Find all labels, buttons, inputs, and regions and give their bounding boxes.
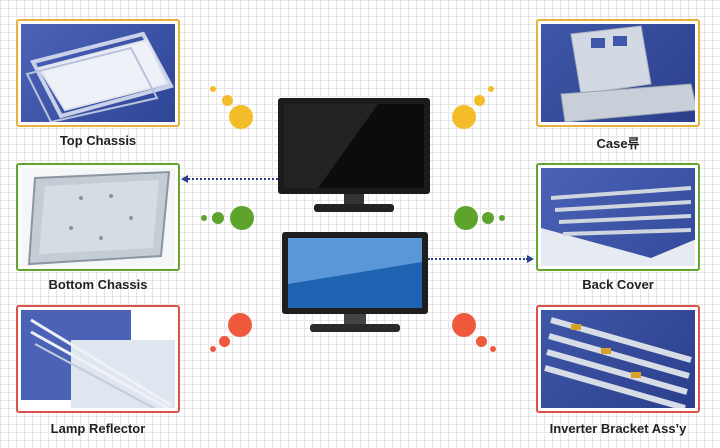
dot-decoration bbox=[222, 95, 233, 106]
dot-decoration bbox=[452, 105, 476, 129]
dot-decoration bbox=[201, 215, 207, 221]
dot-decoration bbox=[474, 95, 485, 106]
monitor-black bbox=[278, 98, 430, 216]
top-chassis-image bbox=[16, 19, 180, 127]
dot-decoration bbox=[228, 313, 252, 337]
lamp-reflector-label: Lamp Reflector bbox=[50, 421, 146, 436]
back-cover-label: Back Cover bbox=[582, 277, 654, 292]
arrow-to-back-cover bbox=[428, 258, 528, 260]
inverter-bracket-image bbox=[536, 305, 700, 413]
dot-decoration bbox=[454, 206, 478, 230]
back-cover-image bbox=[536, 163, 700, 271]
bottom-chassis-label: Bottom Chassis bbox=[48, 277, 148, 292]
inverter-bracket-label: Inverter Bracket Ass’y bbox=[549, 421, 687, 436]
dot-decoration bbox=[452, 313, 476, 337]
arrowhead-right bbox=[527, 255, 534, 263]
lamp-reflector-image bbox=[16, 305, 180, 413]
dot-decoration bbox=[210, 86, 216, 92]
dot-decoration bbox=[488, 86, 494, 92]
case-image bbox=[536, 19, 700, 127]
dot-decoration bbox=[229, 105, 253, 129]
dot-decoration bbox=[476, 336, 487, 347]
arrowhead-left bbox=[181, 175, 188, 183]
dot-decoration bbox=[230, 206, 254, 230]
dot-decoration bbox=[210, 346, 216, 352]
monitor-blue bbox=[282, 232, 428, 336]
bottom-chassis-image bbox=[16, 163, 180, 271]
dot-decoration bbox=[490, 346, 496, 352]
dot-decoration bbox=[482, 212, 494, 224]
dot-decoration bbox=[212, 212, 224, 224]
top-chassis-label: Top Chassis bbox=[59, 133, 137, 148]
dot-decoration bbox=[499, 215, 505, 221]
case-label: Case류 bbox=[596, 136, 640, 151]
dot-decoration bbox=[219, 336, 230, 347]
arrow-to-bottom-chassis bbox=[188, 178, 278, 180]
